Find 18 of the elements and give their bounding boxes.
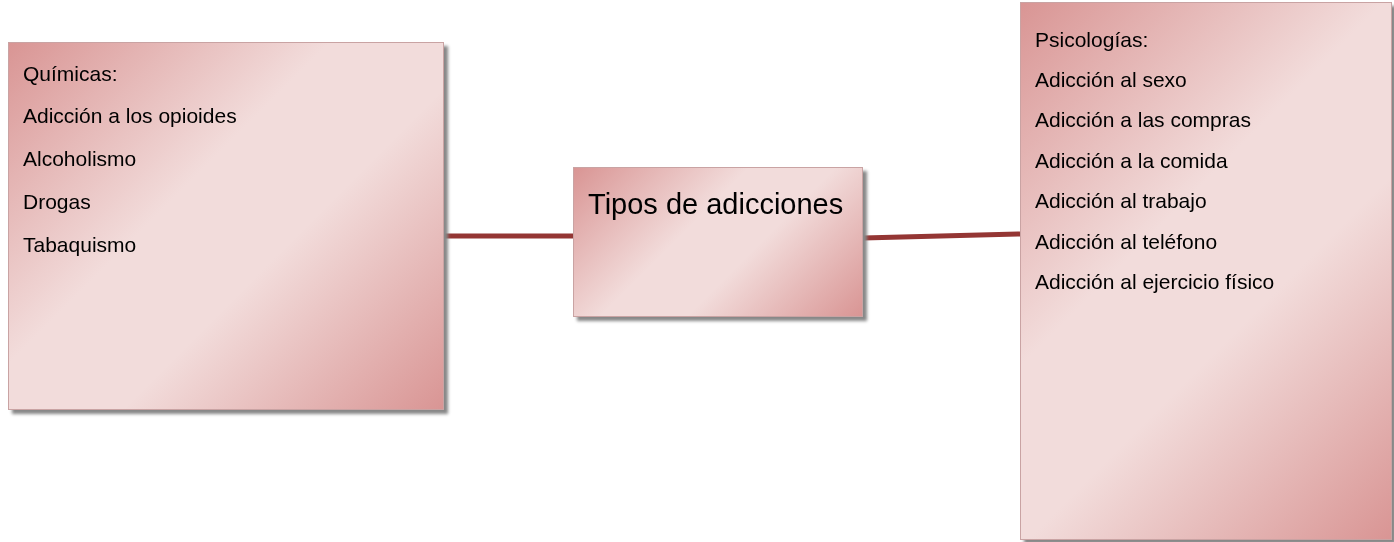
item-text: Adicción al ejercicio físico [1035, 269, 1276, 295]
item-text: Adicción al teléfono [1035, 229, 1219, 255]
heading-text: Psicologías: [1035, 27, 1150, 53]
connector-line [862, 231, 1021, 241]
item-text: Adicción al trabajo [1035, 188, 1208, 214]
item-text: Drogas [23, 189, 92, 215]
item-text: Adicción a las compras [1035, 107, 1252, 133]
item-text: Tipos de adicciones [588, 187, 845, 222]
item-text: Tabaquismo [23, 232, 138, 258]
item-text: Alcoholismo [23, 146, 138, 172]
text-box [573, 167, 863, 317]
item-text: Adicción a los opioides [23, 103, 238, 129]
connector-line [444, 233, 573, 239]
item-text: Adicción a la comida [1035, 148, 1229, 174]
text-box [8, 42, 444, 410]
item-text: Adicción al sexo [1035, 67, 1188, 93]
heading-text: Químicas: [23, 61, 119, 87]
text-box [1020, 2, 1392, 540]
